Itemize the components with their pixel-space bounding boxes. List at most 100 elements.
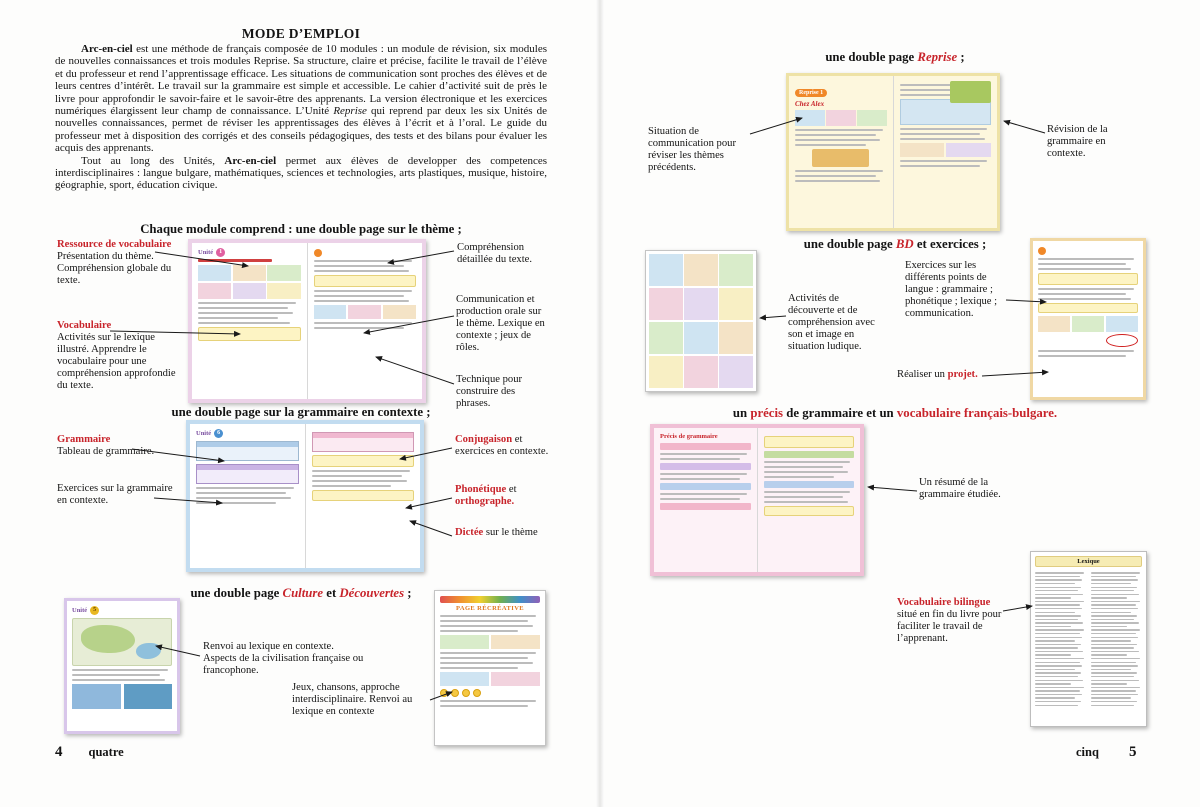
text-lines xyxy=(313,290,417,302)
highlight-box xyxy=(1038,273,1138,285)
highlight-box xyxy=(1038,303,1138,313)
text-lines xyxy=(311,470,415,487)
illustration-row xyxy=(313,305,417,319)
text-lines xyxy=(795,170,887,182)
smiley-row xyxy=(440,689,540,697)
text-lines xyxy=(660,492,751,500)
grammar-right-page xyxy=(304,424,420,568)
unit-number-badge: 1 xyxy=(216,248,226,257)
text-lines xyxy=(198,301,301,324)
text-lines xyxy=(899,128,992,140)
thumbnail-recreative-page: PAGE RÉCRÉATIVE xyxy=(434,590,546,746)
page-number-left: 4 xyxy=(55,744,63,760)
text-lines xyxy=(899,84,992,96)
annotation-exercices-points-langue: Exercices sur les différents points de l… xyxy=(905,260,998,319)
annotation-realiser-projet: Réaliser un projet. xyxy=(897,369,978,380)
grammar-row xyxy=(763,481,854,488)
precis-right-page xyxy=(756,428,860,572)
comic-panel-grid xyxy=(649,254,753,388)
photo-row xyxy=(72,684,172,709)
vocab-column xyxy=(1035,570,1086,708)
annotation-phonetique: Phonétique et orthographe. xyxy=(455,484,517,507)
intro-text: Arc-en-ciel est une méthode de français … xyxy=(55,43,547,192)
thumbnail-culture-page: Unité 5 xyxy=(64,598,180,734)
illustration-row xyxy=(440,672,540,686)
text-lines xyxy=(660,452,751,460)
highlight-box xyxy=(313,275,416,287)
text-lines xyxy=(763,491,855,503)
page-number-right: 5 xyxy=(1128,744,1137,760)
grammar-row xyxy=(660,502,751,510)
annotation-dictee: Dictée sur le thème xyxy=(455,527,538,538)
annotation-conjugaison: Conjugaison et exercices en contexte. xyxy=(455,434,549,457)
annotation-exercices-grammaire: Exercices sur la grammaire en contexte. xyxy=(57,483,173,506)
annotation-resume-grammaire: Un résumé de la grammaire étudiée. xyxy=(919,477,1001,500)
annotation-situation-communication: Situation de communication pour réviser … xyxy=(648,126,736,173)
text-lines xyxy=(440,652,540,669)
highlight-box xyxy=(763,436,854,448)
text-lines xyxy=(660,472,751,480)
right-page-footer: cinq 5 xyxy=(1076,744,1136,761)
text-lines xyxy=(795,129,887,146)
text-lines xyxy=(440,700,540,707)
thumbnail-theme-spread: Unité 1 xyxy=(188,239,426,403)
unit-label: Unité xyxy=(72,607,88,614)
grammar-table xyxy=(196,441,299,461)
highlight-box xyxy=(763,506,854,516)
conjugation-table xyxy=(311,432,414,452)
unit-number-badge: 5 xyxy=(90,606,100,615)
thumbnail-bd-exercises-page xyxy=(1030,238,1146,400)
annotation-revision-grammaire: Révision de la grammaire en contexte. xyxy=(1047,124,1108,159)
heading-reprise: une double page Reprise ; xyxy=(825,50,965,64)
rainbow-banner xyxy=(440,596,540,603)
annotation-technique: Technique pour construire des phrases. xyxy=(456,374,523,409)
comic-strip xyxy=(198,265,301,299)
page-title: MODE D’EMPLOI xyxy=(241,26,361,41)
reprise-left-page: Reprise 1 Chez Alex xyxy=(789,76,893,228)
thumbnail-bd-page xyxy=(645,250,757,392)
text-lines xyxy=(1038,258,1138,270)
comic-strip xyxy=(1038,316,1138,332)
text-lines xyxy=(313,260,417,272)
annotation-jeux-chansons: Jeux, chansons, approche interdisciplina… xyxy=(292,682,413,717)
precis-left-page: Précis de grammaire xyxy=(654,428,757,572)
lexique-title: Lexique xyxy=(1035,556,1142,567)
intro-paragraph-1: Arc-en-ciel est une méthode de français … xyxy=(55,43,548,155)
grammar-row xyxy=(660,482,751,490)
thumbnail-lexique-page: Lexique xyxy=(1030,551,1147,727)
highlight-box xyxy=(311,490,414,501)
annotation-communication: Communication et production orale sur le… xyxy=(456,294,545,353)
exercise-number-dot xyxy=(313,249,322,257)
thumbnail-reprise-spread: Reprise 1 Chez Alex xyxy=(786,73,1000,231)
highlight-box xyxy=(198,326,301,341)
text-lines xyxy=(72,669,172,681)
vocab-column xyxy=(1091,570,1142,708)
text-lines xyxy=(899,160,992,167)
illustration-row xyxy=(440,635,540,649)
lesson-title-rule xyxy=(198,259,272,262)
page-word-right: cinq xyxy=(1076,745,1099,759)
heading-grammar: une double page sur la grammaire en cont… xyxy=(171,405,431,419)
illustration-row xyxy=(899,143,991,157)
recreative-title: PAGE RÉCRÉATIVE xyxy=(455,605,525,612)
heading-bd: une double page BD et exercices ; xyxy=(803,237,987,251)
intro-paragraph-2: Tout au long des Unités, Arc-en-ciel per… xyxy=(55,154,548,192)
grammar-row xyxy=(763,451,854,458)
unit-label: Unité xyxy=(198,249,214,256)
grammar-row xyxy=(660,462,751,470)
page-word-left: quatre xyxy=(88,745,124,759)
annotation-vocabulaire-bilingue: Vocabulaire bilingue situé en fin du liv… xyxy=(897,597,1002,644)
thumbnail-grammar-spread: Unité 6 xyxy=(186,420,424,572)
highlight-box xyxy=(311,455,414,467)
text-lines xyxy=(1038,288,1138,300)
text-lines xyxy=(440,615,540,632)
precis-title: Précis de grammaire xyxy=(660,433,718,440)
text-lines xyxy=(1038,350,1138,357)
reprise-badge: Reprise 1 xyxy=(795,89,828,97)
grammar-table xyxy=(196,464,299,484)
unit-label: Unité xyxy=(196,430,212,437)
heading-culture: une double page Culture et Découvertes ; xyxy=(190,586,412,600)
theme-right-page xyxy=(306,243,422,399)
